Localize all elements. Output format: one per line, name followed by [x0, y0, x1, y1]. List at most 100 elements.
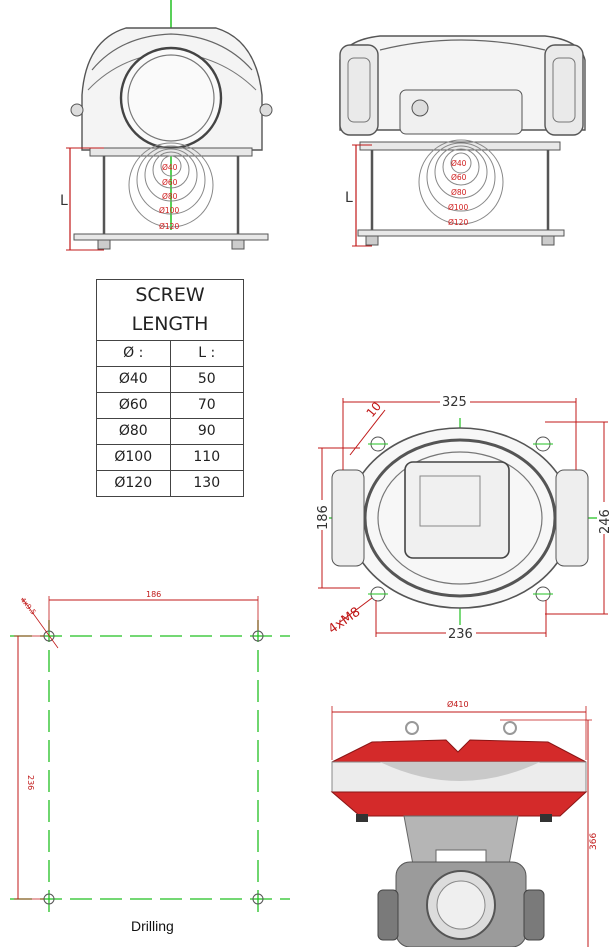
side-circle-120	[418, 139, 504, 225]
row-length: 110	[193, 449, 221, 465]
top-dim-246-bg	[597, 502, 611, 534]
front-view: Ø40 Ø60 Ø80 Ø100 Ø120 L	[60, 0, 273, 251]
front-lens-inner	[127, 54, 215, 142]
render-lamp-side-r	[523, 889, 545, 941]
front-circle-120	[128, 142, 214, 228]
side-circle-100	[426, 142, 496, 212]
top-dim-236-bg	[446, 626, 476, 640]
front-label-60: Ø60	[162, 178, 178, 187]
front-right-knob	[259, 103, 273, 117]
row-diameter: Ø120	[97, 471, 171, 496]
row-diameter: Ø60	[97, 393, 171, 418]
side-circle-60	[442, 148, 480, 186]
render-view: Ø410 366	[330, 699, 599, 947]
side-right-wheel-inner	[552, 57, 576, 123]
front-bottom-plate	[73, 233, 269, 241]
side-left-wheel-inner	[347, 57, 371, 123]
front-circle-40	[160, 155, 182, 177]
row-length: 70	[197, 397, 216, 413]
render-eye-left	[405, 721, 419, 735]
front-nut-r1	[231, 239, 245, 250]
render-dim-366: 366	[589, 833, 599, 850]
table-title-line2: LENGTH	[131, 313, 209, 335]
side-nut-l	[365, 235, 379, 246]
render-lens-shade	[380, 762, 540, 781]
render-foot-r	[540, 814, 552, 822]
front-label-120: Ø120	[159, 222, 179, 231]
front-lens	[119, 46, 223, 150]
side-label-120: Ø120	[448, 218, 468, 227]
row-length: 130	[193, 475, 221, 491]
front-label-80: Ø80	[162, 192, 178, 201]
row-diameter: Ø80	[97, 419, 171, 444]
drill-hole-leader	[21, 597, 59, 649]
front-circle-80	[144, 148, 198, 202]
row-length: 90	[197, 423, 216, 439]
render-lamp-side-l	[377, 889, 399, 941]
table-row: Ø80 90	[97, 419, 243, 445]
drill-hole-tr	[252, 630, 264, 642]
render-red-top	[331, 739, 587, 763]
side-nut-r	[541, 235, 555, 246]
top-view: 325 10 186 246 4xM8 236	[315, 394, 613, 642]
top-right-wheel	[555, 469, 589, 567]
top-dim-325: 325	[442, 395, 467, 410]
drill-dim-236: 236	[26, 775, 35, 790]
table-title-line1: SCREW	[135, 284, 205, 306]
table-title: SCREW LENGTH	[97, 280, 243, 341]
side-lamp-box	[399, 89, 523, 135]
front-housing-rim	[91, 33, 253, 71]
screw-length-table: SCREW LENGTH Ø : L : Ø40 50 Ø60 70 Ø80 9…	[96, 279, 244, 497]
table-row: Ø120 130	[97, 471, 243, 496]
render-dim-410: Ø410	[447, 699, 469, 709]
side-left-wheel	[339, 44, 379, 136]
top-dim-186: 186	[316, 505, 331, 530]
side-circle-80	[434, 145, 488, 199]
top-dim-236: 236	[448, 627, 473, 642]
side-knob	[411, 99, 429, 117]
row-diameter: Ø100	[97, 445, 171, 470]
side-right-wheel	[544, 44, 584, 136]
front-nut-l1	[97, 239, 111, 250]
render-red-bottom	[330, 791, 588, 817]
top-lamp-window	[404, 461, 510, 559]
side-bottom-plate	[357, 229, 565, 237]
side-view: Ø40 Ø60 Ø80 Ø100 Ø120 L	[339, 35, 586, 247]
front-circle-60	[152, 151, 190, 189]
drill-dim-186: 186	[146, 590, 161, 599]
table-row: Ø100 110	[97, 445, 243, 471]
top-inner-ring	[363, 438, 557, 598]
header-length: L :	[198, 345, 216, 361]
render-eye-right	[503, 721, 517, 735]
side-circle-40	[450, 152, 472, 174]
drilling-template: 186 236 4x9.5	[10, 590, 290, 912]
top-dim-325-bg	[440, 394, 470, 408]
render-foot-l	[356, 814, 368, 822]
side-dim-letter: L	[345, 190, 353, 206]
top-lamp-window-inner	[419, 475, 481, 527]
top-dim-186-bg	[315, 500, 329, 530]
row-diameter: Ø40	[97, 367, 171, 392]
top-dim-4xm8-leader	[339, 597, 373, 623]
front-label-100: Ø100	[159, 206, 179, 215]
side-label-60: Ø60	[451, 173, 467, 182]
side-label-100: Ø100	[448, 203, 468, 212]
side-top-rim	[379, 39, 546, 51]
header-diameter: Ø :	[97, 341, 171, 366]
row-length: 50	[197, 371, 216, 387]
table-row: Ø40 50	[97, 367, 243, 393]
drill-hole-spec: 4x9.5	[18, 596, 37, 616]
side-label-40: Ø40	[451, 159, 467, 168]
front-circle-100	[136, 145, 206, 215]
front-left-knob	[70, 103, 84, 117]
table-row: Ø60 70	[97, 393, 243, 419]
front-dim-letter: L	[60, 193, 68, 209]
top-left-wheel	[331, 469, 365, 567]
drill-hole-br	[252, 893, 264, 905]
front-label-40: Ø40	[162, 163, 178, 172]
top-dim-4xm8: 4xM8	[326, 605, 364, 638]
table-header-row: Ø : L :	[97, 341, 243, 367]
top-dim-246: 246	[598, 509, 613, 534]
render-lamp-lens-inner	[436, 880, 486, 930]
